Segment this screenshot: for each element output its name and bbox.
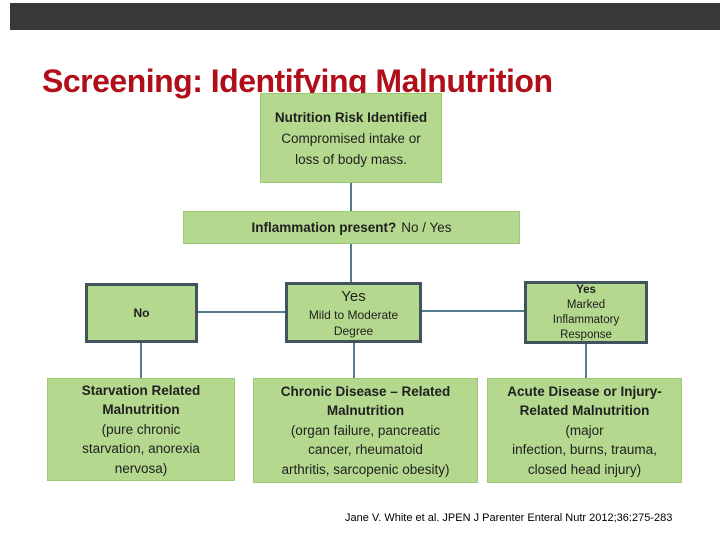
node-nutrition-risk: Nutrition Risk Identified Compromised in… xyxy=(260,93,442,183)
node-yes-mild-body: Mild to Moderate Degree xyxy=(308,307,399,338)
node-chronic-title: Chronic Disease – Related Malnutrition xyxy=(280,383,451,419)
connector-yes-marked-to-acute xyxy=(585,344,587,378)
node-starvation-title: Starvation Related Malnutrition xyxy=(81,382,201,418)
node-chronic-disease-malnutrition: Chronic Disease – Related Malnutrition (… xyxy=(253,378,478,483)
slide-accent-bar xyxy=(10,3,720,30)
connector-no-to-yes-mild xyxy=(198,311,285,313)
node-no-label: No xyxy=(133,306,150,320)
node-acute-body: (major infection, burns, trauma, closed … xyxy=(512,422,657,477)
node-yes-mild-to-moderate: Yes Mild to Moderate Degree xyxy=(285,282,422,343)
node-nutrition-risk-title: Nutrition Risk Identified xyxy=(274,109,428,125)
connector-no-to-starvation xyxy=(140,343,142,378)
node-nutrition-risk-body: Compromised intake or loss of body mass. xyxy=(281,130,421,167)
node-acute-title: Acute Disease or Injury- Related Malnutr… xyxy=(507,383,662,419)
connector-inflammation-to-yes-mild xyxy=(350,244,352,282)
node-yes-mild-title: Yes xyxy=(341,287,366,305)
connector-yes-mild-to-yes-marked xyxy=(422,310,524,312)
node-acute-disease-malnutrition: Acute Disease or Injury- Related Malnutr… xyxy=(487,378,682,483)
connector-risk-to-inflammation xyxy=(350,183,352,211)
node-no: No xyxy=(85,283,198,343)
node-inflammation-question: Inflammation present? xyxy=(251,220,397,235)
node-yes-marked-inflammatory: Yes Marked Inflammatory Response xyxy=(524,281,648,344)
node-starvation-related-malnutrition: Starvation Related Malnutrition (pure ch… xyxy=(47,378,235,481)
connector-yes-mild-to-chronic xyxy=(353,343,355,378)
citation-text: Jane V. White et al. JPEN J Parenter Ent… xyxy=(345,512,673,524)
node-yes-marked-body: Marked Inflammatory Response xyxy=(552,298,620,341)
node-chronic-body: (organ failure, pancreatic cancer, rheum… xyxy=(281,422,450,477)
node-yes-marked-title: Yes xyxy=(576,283,596,296)
node-starvation-body: (pure chronic starvation, anorexia nervo… xyxy=(82,421,200,476)
node-inflammation-present: Inflammation present? No / Yes xyxy=(183,211,520,244)
node-inflammation-answer: No / Yes xyxy=(401,220,452,235)
